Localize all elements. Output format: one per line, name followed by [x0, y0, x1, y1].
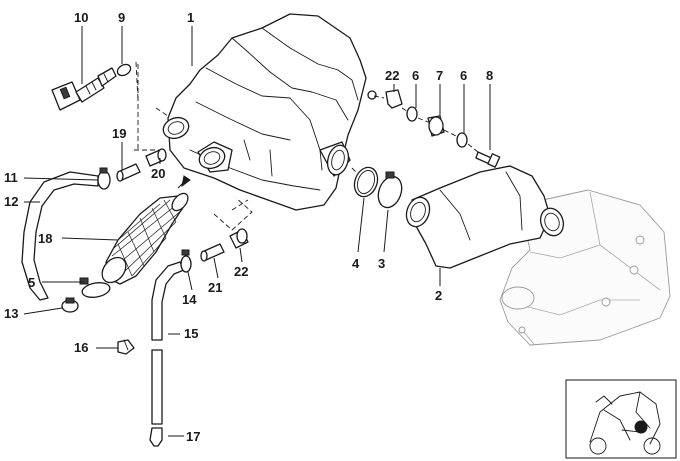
assembly-lines [134, 61, 479, 231]
callout-17: 17 [186, 429, 200, 444]
callout-6-first: 6 [412, 68, 419, 83]
intake-snorkel-18 [101, 175, 191, 285]
hose-connector-21 [200, 243, 225, 262]
bolt-8 [475, 151, 501, 168]
washer-6b [456, 132, 468, 148]
callout-22-top: 22 [385, 68, 399, 83]
mount-hardware-top [385, 89, 501, 168]
silencer-housing [162, 13, 377, 211]
callout-19: 19 [112, 126, 126, 141]
hose-clamp-3 [377, 171, 403, 209]
callout-20: 20 [151, 166, 165, 181]
callout-14: 14 [182, 292, 197, 307]
callout-13: 13 [4, 306, 18, 321]
intake-connection-pipe [405, 165, 565, 269]
locator-highlight [634, 420, 648, 434]
callout-12: 12 [4, 194, 18, 209]
callout-8: 8 [486, 68, 493, 83]
connector-19-20 [116, 148, 167, 182]
callout-7: 7 [436, 68, 443, 83]
callout-4: 4 [352, 256, 360, 271]
vehicle-locator-inset [565, 379, 677, 459]
callout-18: 18 [38, 231, 52, 246]
grommet-22a [385, 89, 403, 109]
sensor-part [51, 67, 117, 111]
callout-3: 3 [378, 256, 385, 271]
callout-9: 9 [118, 10, 125, 25]
callout-1: 1 [187, 10, 194, 25]
o-ring-9 [116, 63, 132, 77]
drain-hose-15 [151, 261, 185, 425]
plug-17 [149, 427, 163, 447]
callout-22-lower: 22 [234, 264, 248, 279]
callout-16: 16 [74, 340, 88, 355]
callout-21: 21 [208, 280, 222, 295]
callout-15: 15 [184, 326, 198, 341]
grommet-22b [229, 228, 249, 249]
hose-clamp-13 [61, 297, 79, 313]
hose-clamp-5 [79, 277, 111, 298]
callout-11: 11 [4, 170, 18, 185]
cap-16 [117, 339, 135, 355]
callout-numbers: 10 9 1 22 6 7 6 8 19 20 11 12 18 5 13 16… [4, 10, 493, 444]
seal-ring-4 [353, 166, 379, 198]
leader-lines [23, 26, 491, 437]
callout-5: 5 [28, 275, 35, 290]
washer-6a [406, 106, 418, 122]
hose-12 [21, 171, 99, 301]
hose-clamp-11 [97, 167, 111, 190]
callout-10: 10 [74, 10, 88, 25]
callout-6-second: 6 [460, 68, 467, 83]
hose-clamp-14 [180, 249, 192, 273]
callout-2: 2 [435, 288, 442, 303]
